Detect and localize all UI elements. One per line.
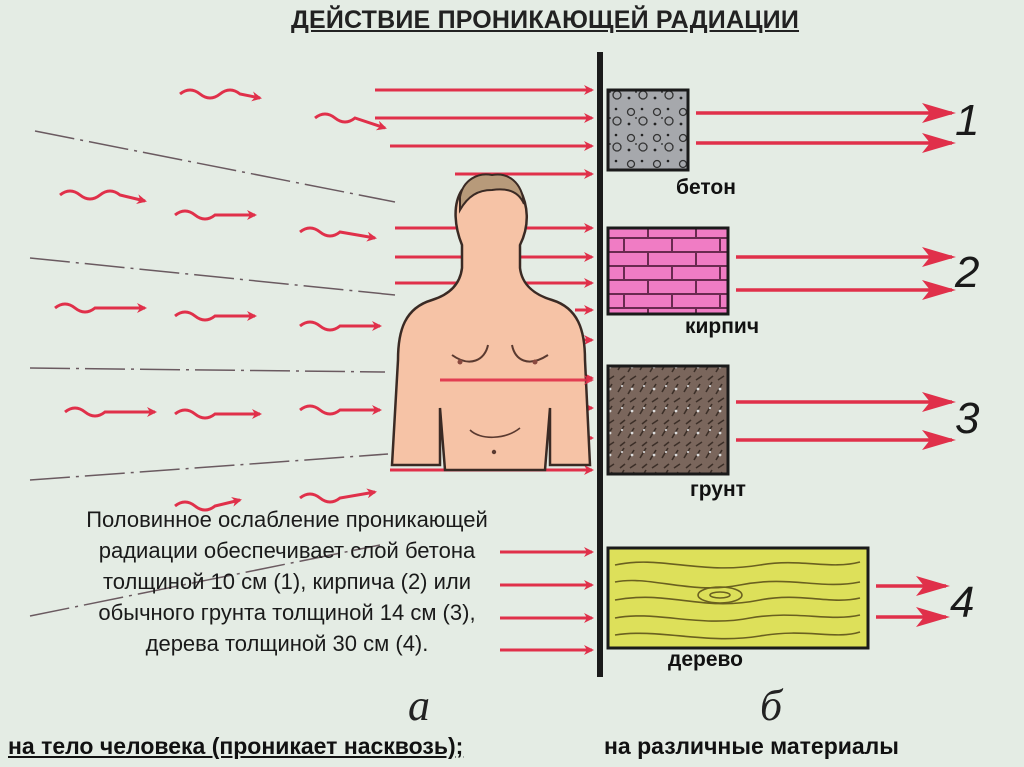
note-line: Половинное ослабление проникающей [86,507,488,532]
caption-left: на тело человека (проникает насквозь); [8,733,464,759]
panel-letter-b: б [760,681,783,730]
note-line: дерева толщиной 30 см (4). [145,631,429,656]
material-number-4: 4 [950,578,975,627]
exiting-arrows [696,103,956,627]
material-number-3: 3 [955,394,980,443]
wavy-radiation-arrows [54,88,387,512]
caption-right: на различные материалы [604,733,899,759]
wood-block [606,546,870,650]
material-label-concrete: бетон [676,176,736,199]
material-label-brick: кирпич [685,315,760,338]
material-number-2: 2 [955,248,980,297]
soil-block [606,364,730,476]
material-label-wood: дерево [668,648,743,671]
concrete-block [606,88,690,172]
page-title: ДЕЙСТВИЕ ПРОНИКАЮЩЕЙ РАДИАЦИИ [290,6,800,34]
human-figure [390,173,592,472]
brick-block [606,226,730,316]
note-line: обычного грунта толщиной 14 см (3), [98,600,476,625]
panel-letter-a: а [408,681,430,730]
note-line: толщиной 10 см (1), кирпича (2) или [102,569,472,594]
attenuation-note: Половинное ослабление проникающей радиац… [22,504,552,659]
material-number-1: 1 [955,96,980,145]
gamma-ray-lines [29,130,396,617]
material-label-soil: грунт [690,478,746,501]
note-line: радиации обеспечивает слой бетона [98,538,476,563]
